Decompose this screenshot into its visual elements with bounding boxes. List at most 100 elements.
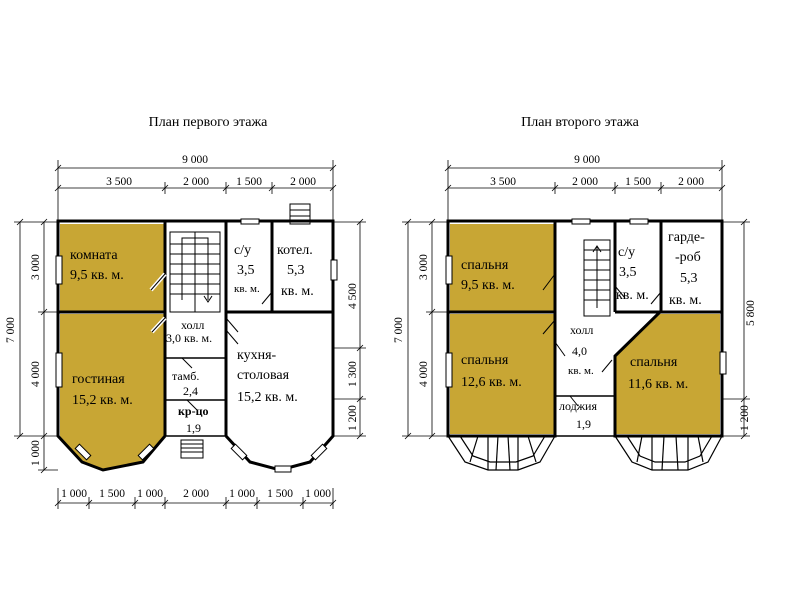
window [719, 351, 727, 375]
floor-2-title: План второго этажа [521, 115, 640, 130]
floor-1-windows [55, 218, 338, 473]
room-spalnya-3-area: 11,6 кв. м. [628, 377, 688, 392]
floor-1-dim-bottom-5: 1 000 [229, 488, 255, 500]
floor-1-dim-bottom-4: 2 000 [183, 488, 209, 500]
floor-1-title: План первого этажа [149, 115, 269, 130]
floor-2-stairs [583, 239, 611, 317]
room-krylco-area: 1,9 [186, 421, 201, 435]
floor-1-dims-top [54, 160, 337, 222]
window [74, 443, 92, 461]
room-spalnya-1-label: спальня [461, 258, 509, 273]
floor-1-doors [149, 272, 273, 411]
room-tamb-area: 2,4 [183, 384, 198, 398]
room-holl-1-area: 3,0 кв. м. [166, 331, 212, 345]
room-holl-1-label: холл [181, 318, 204, 332]
room-su-2-unit: кв. м. [616, 288, 649, 303]
room-holl-2-unit: кв. м. [568, 365, 594, 377]
floor-1-dim-bottom-2: 1 500 [99, 488, 125, 500]
floor-1-dim-right-3: 1 200 [347, 405, 359, 431]
room-garderob-label-2: -роб [675, 250, 701, 265]
floor-1-chimney [289, 203, 311, 225]
floor-1-plan: План первого этажа 9 000 3 500 2 000 1 5… [5, 115, 366, 509]
floor-1-dim-left-3: 1 000 [30, 440, 42, 466]
room-kotel-area: 5,3 [287, 263, 305, 278]
room-tamb-label: тамб. [172, 369, 199, 383]
room-kotel-label: котел. [277, 243, 313, 258]
window [55, 352, 63, 388]
window [445, 255, 453, 285]
floor-1-dim-top-2: 2 000 [183, 176, 209, 188]
window [230, 443, 248, 461]
window [445, 352, 453, 388]
floor-2-dim-top-1: 3 500 [490, 176, 516, 188]
window [571, 218, 591, 225]
floor-1-dims-bottom [54, 488, 337, 509]
floor-2-doors [542, 273, 662, 407]
room-spalnya-2-fill [450, 314, 555, 434]
floor-1-dim-total: 9 000 [182, 154, 208, 166]
room-lodzhiya-label: лоджия [559, 399, 597, 413]
floor-2-dim-total: 9 000 [574, 154, 600, 166]
room-holl-2-label: холл [570, 323, 593, 337]
window [310, 443, 328, 461]
floor-1-dim-left-1: 3 000 [30, 254, 42, 280]
room-su-2-area: 3,5 [619, 265, 637, 280]
room-spalnya-1-fill [450, 224, 555, 312]
room-kuhnya-label-1: кухня- [237, 348, 277, 363]
floor-1-dim-bottom-7: 1 000 [305, 488, 331, 500]
room-gostinaya-label: гостиная [72, 372, 125, 387]
room-su-1-label: с/у [234, 243, 251, 258]
room-garderob-area: 5,3 [680, 271, 698, 286]
floor-2-bay-2 [614, 435, 723, 471]
room-su-1-area: 3,5 [237, 263, 255, 278]
floor-1-inner-walls [164, 357, 227, 437]
window [137, 443, 155, 461]
floor-2-dims-left [402, 218, 448, 440]
floor-2-dim-left-total: 7 000 [393, 317, 405, 343]
floor-1-dim-right-1: 4 500 [347, 283, 359, 309]
room-spalnya-2-label: спальня [461, 353, 509, 368]
floor-2-dim-top-4: 2 000 [678, 176, 704, 188]
floor-2-dim-top-2: 2 000 [572, 176, 598, 188]
floor-1-stairs [169, 231, 221, 313]
floor-1-dim-bottom-1: 1 000 [61, 488, 87, 500]
room-komnata-fill [60, 224, 165, 312]
floor-1-dim-top-3: 1 500 [236, 176, 262, 188]
room-gostinaya-area: 15,2 кв. м. [72, 393, 133, 408]
room-kuhnya-label-2: столовая [237, 368, 290, 383]
floor-1-dims-left [14, 218, 58, 474]
floor-2-dims-right [722, 218, 750, 440]
floor-2-dims-top [444, 160, 726, 222]
room-holl-2-area: 4,0 [572, 344, 587, 358]
room-gostinaya-fill [60, 314, 165, 470]
window [274, 465, 292, 473]
window [55, 255, 63, 285]
room-lodzhiya-area: 1,9 [576, 417, 591, 431]
room-su-1-unit: кв. м. [234, 283, 260, 295]
floor-2-windows [445, 218, 727, 388]
room-garderob-unit: кв. м. [669, 293, 702, 308]
window [240, 218, 260, 225]
floor-2-dim-right-1: 5 800 [745, 300, 757, 326]
floor-1-porch-steps [180, 439, 204, 459]
floor-2-bay-1 [447, 435, 556, 471]
floor-2-dim-left-1: 3 000 [418, 254, 430, 280]
floor-1-dims-right [333, 218, 366, 440]
room-krylco-label: кр-цо [178, 404, 209, 418]
room-kotel-unit: кв. м. [281, 284, 314, 299]
floor-1-dim-top-4: 2 000 [290, 176, 316, 188]
floor-1-dim-top-1: 3 500 [106, 176, 132, 188]
window [330, 259, 338, 281]
floor-1-dim-bottom-3: 1 000 [137, 488, 163, 500]
room-spalnya-2-area: 12,6 кв. м. [461, 375, 522, 390]
floor-2-inner-walls [555, 395, 615, 437]
floor-2-dim-right-2: 1 200 [739, 405, 751, 431]
room-komnata-area: 9,5 кв. м. [70, 268, 124, 283]
room-kuhnya-area: 15,2 кв. м. [237, 390, 298, 405]
room-spalnya-3-label: спальня [630, 355, 678, 370]
floor-1-dim-right-2: 1 300 [347, 361, 359, 387]
room-komnata-label: комната [70, 248, 118, 263]
floor-2-dim-top-3: 1 500 [625, 176, 651, 188]
floor-1-dim-left-2: 4 000 [30, 361, 42, 387]
